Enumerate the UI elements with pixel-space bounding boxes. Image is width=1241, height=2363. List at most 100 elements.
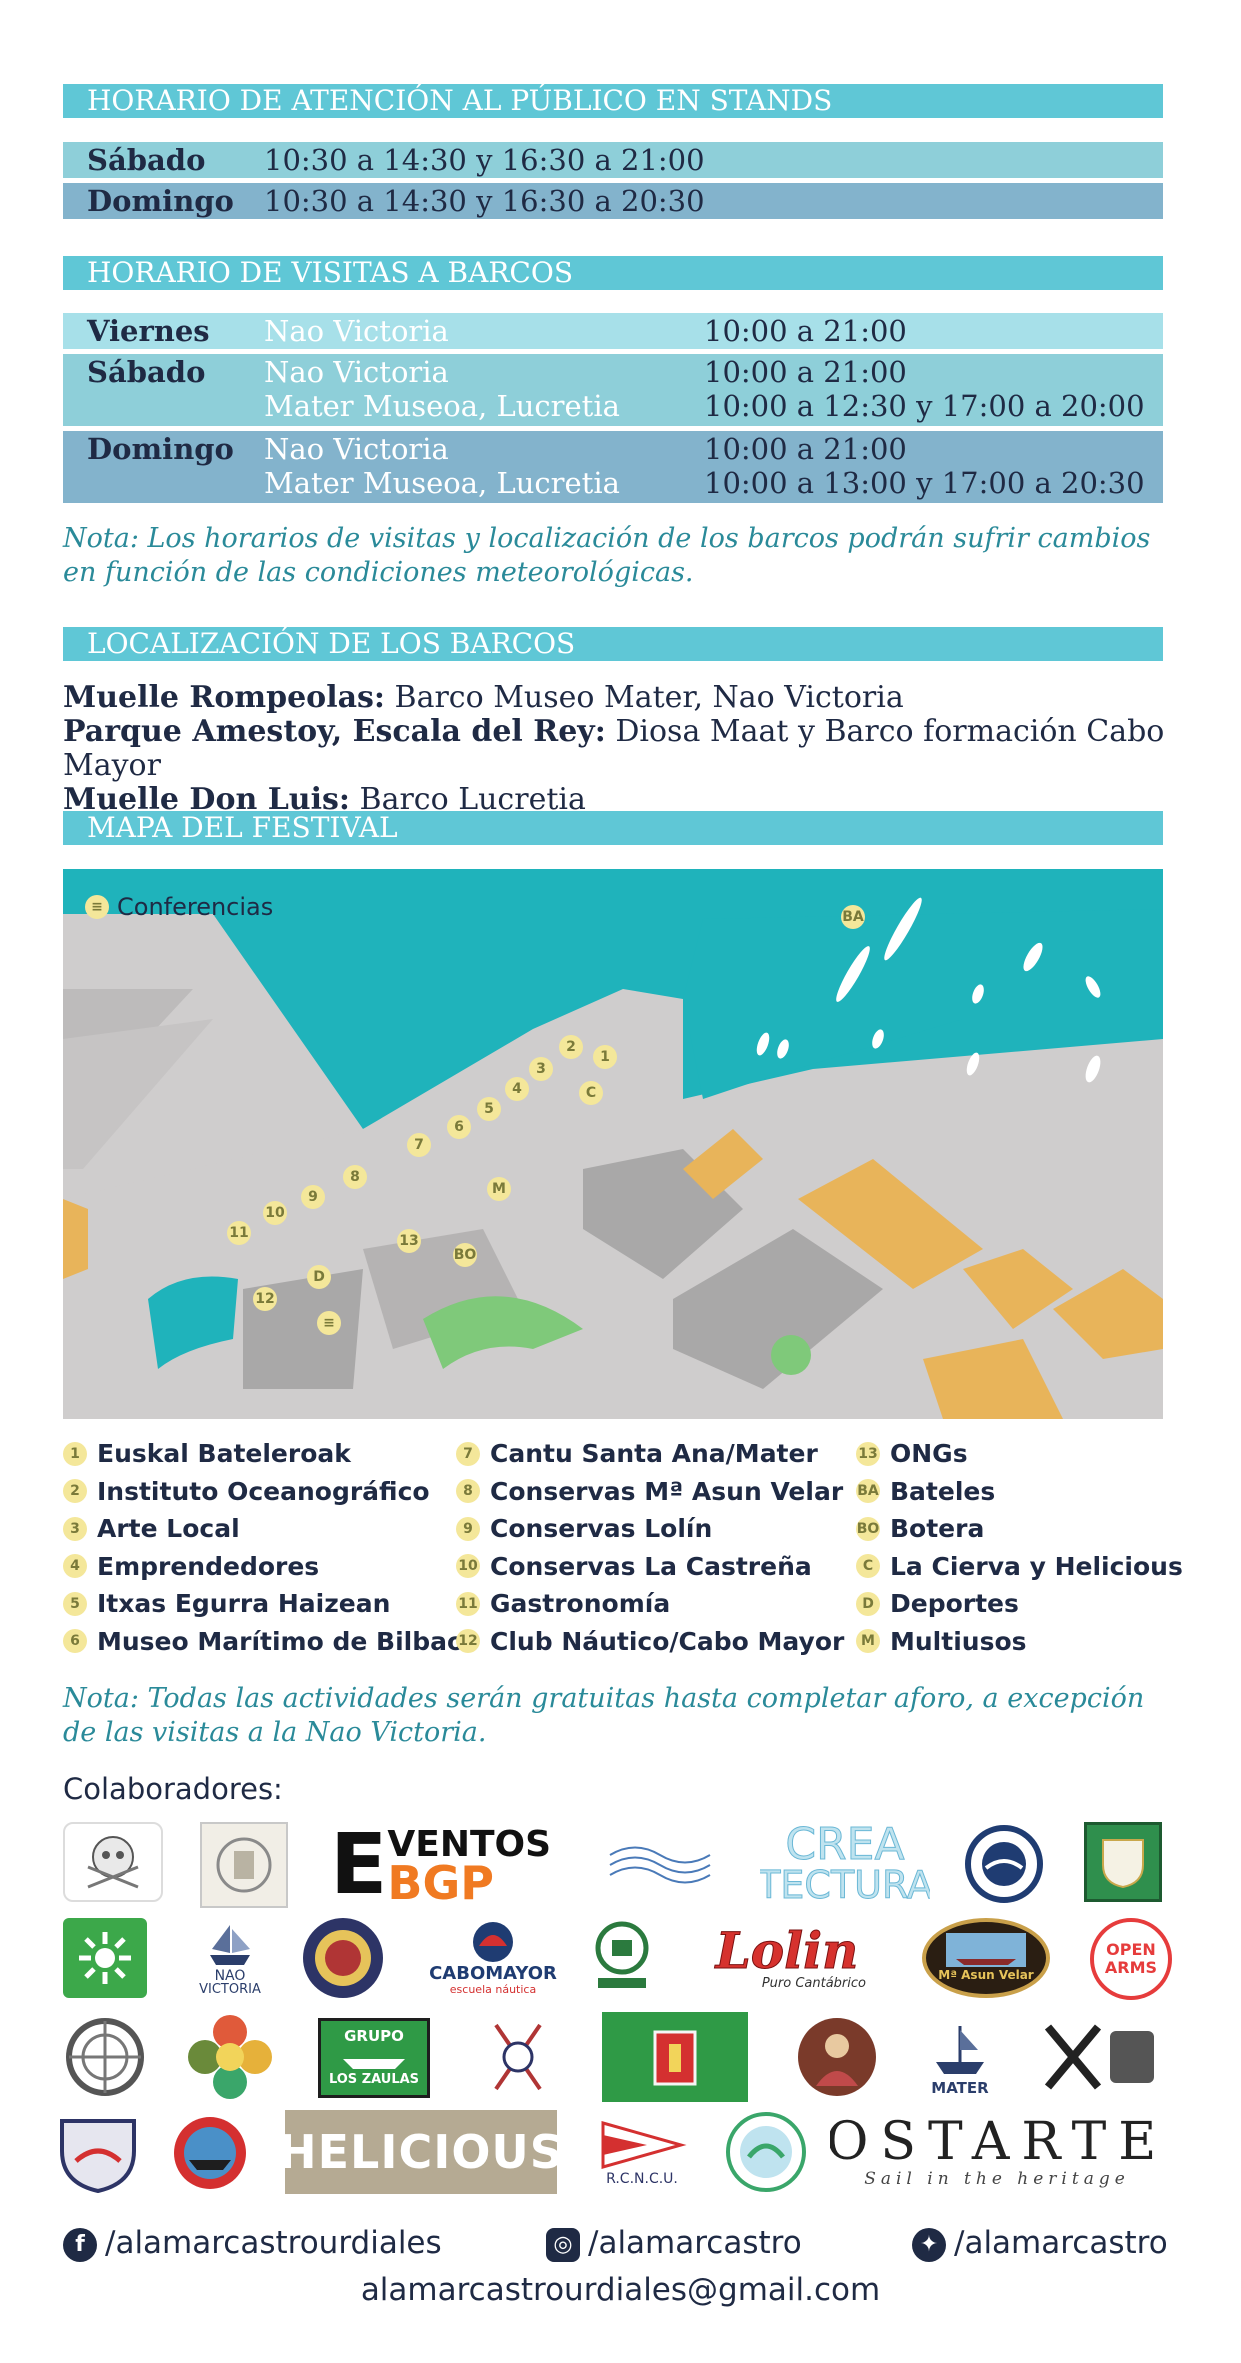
shield-icon (1102, 1839, 1144, 1889)
email-link[interactable]: alamarcastrourdiales@gmail.com (360, 2272, 881, 2308)
sponsor-logo-asun-velar: Mª Asun Velar (922, 1918, 1050, 1998)
legend-badge: BA (856, 1479, 880, 1504)
building (683, 1129, 763, 1199)
building (63, 1199, 88, 1279)
legend-label: Bateles (890, 1476, 996, 1506)
map-marker: M (487, 1177, 511, 1201)
logo-word: OPEN (1106, 1940, 1156, 1959)
boat-list: Nao Victoria Mater Museoa, Lucretia (264, 432, 620, 500)
hours-list: 10:00 a 21:00 10:00 a 12:30 y 17:00 a 20… (704, 355, 1145, 423)
harbour (683, 909, 1163, 1099)
sponsor-logo-crossed-keys (1036, 2015, 1164, 2099)
sponsor-logo-helicious: HELICIOUS (285, 2110, 557, 2194)
building (798, 1159, 983, 1289)
map-graphic (63, 869, 1163, 1419)
boat-name: Nao Victoria (264, 355, 449, 389)
legend-badge: C (856, 1554, 880, 1579)
logo-word: CREA (785, 1822, 905, 1870)
place-boats: Barco Museo Mater, Nao Victoria (385, 680, 904, 715)
pennant-icon (601, 2121, 687, 2169)
facebook-link[interactable]: f/alamarcastrourdiales (63, 2225, 442, 2262)
sponsor-logo-nao-victoria: NAO VICTORIA (190, 1912, 270, 2004)
place-name: Parque Amestoy, Escala del Rey: (63, 714, 606, 749)
day-label: Sábado (87, 143, 206, 177)
legend-badge: 8 (456, 1479, 480, 1504)
location-list: Muelle Rompeolas: Barco Museo Mater, Nao… (63, 681, 1193, 817)
sponsor-logo-shield (1084, 1822, 1162, 1902)
sponsor-logo-garibolo (590, 1915, 654, 2001)
legend-badge: D (856, 1591, 880, 1616)
location-item: Parque Amestoy, Escala del Rey: Diosa Ma… (63, 715, 1193, 783)
map-marker: 9 (301, 1185, 325, 1209)
legend-label: Multiusos (890, 1626, 1027, 1656)
logo-word: Mª Asun Velar (938, 1968, 1034, 1982)
legend-badge: 11 (456, 1591, 480, 1616)
sponsor-logo-rowers (486, 2015, 550, 2099)
place-boats: Barco Lucretia (349, 782, 586, 817)
location-title: LOCALIZACIÓN DE LOS BARCOS (63, 627, 1163, 661)
day-label: Sábado (87, 355, 206, 389)
sail-icon (473, 1922, 513, 1962)
hours-value: 10:00 a 13:00 y 17:00 a 20:30 (704, 466, 1145, 500)
boat-name: Nao Victoria (264, 432, 449, 466)
hours-value: 10:00 a 21:00 (704, 314, 907, 348)
sponsor-logo-cabomayor: CABOMAYOR escuela náutica (428, 1912, 558, 2004)
emblem-icon (965, 1825, 1043, 1903)
flower-icon (188, 2015, 272, 2099)
building (923, 1339, 1063, 1419)
legend-label: Instituto Oceanográfico (97, 1476, 430, 1506)
map-marker: 11 (227, 1221, 251, 1245)
boat (872, 1029, 884, 1049)
map-marker: 5 (477, 1097, 501, 1121)
shield-icon (60, 2119, 136, 2194)
boat (1085, 1055, 1101, 1083)
hours-value: 10:30 a 14:30 y 16:30 a 20:30 (264, 184, 705, 218)
legend-label: Deportes (890, 1589, 1019, 1619)
twitter-icon: ✦ (912, 2227, 946, 2262)
logo-word: OSTARTE (830, 2112, 1164, 2172)
logo-word: MATER (931, 2079, 989, 2097)
place-name: Muelle Rompeolas: (63, 680, 385, 715)
boat (777, 1039, 789, 1059)
stands-row-saturday: Sábado 10:30 a 14:30 y 16:30 a 21:00 (63, 142, 1163, 178)
sponsors-title: Colaboradores: (63, 1772, 283, 1806)
sponsor-logo-circle-blue (962, 1822, 1046, 1906)
instagram-link[interactable]: ◎/alamarcastro (546, 2225, 802, 2262)
instagram-icon: ◎ (546, 2227, 580, 2262)
logo-word: TECTURA (760, 1863, 930, 1907)
sponsor-logo-lolin: Lolin Puro Cantábrico (698, 1915, 876, 2001)
sponsor-logo-rcncu: R.C.N.C.U. (592, 2110, 692, 2194)
logo-word: VENTOS (387, 1824, 552, 1865)
boat (756, 1032, 770, 1056)
logo-word: LOS ZAULAS (328, 2072, 420, 2087)
green-circle (771, 1335, 811, 1375)
legend-badge: 13 (856, 1441, 880, 1466)
emblem-icon (216, 1837, 272, 1893)
ship-icon (936, 2026, 984, 2074)
map-title: MAPA DEL FESTIVAL (63, 811, 1163, 845)
twitter-link[interactable]: ✦/alamarcastro (912, 2225, 1168, 2262)
map-marker: 1 (593, 1045, 617, 1069)
location-item: Muelle Don Luis: Barco Lucretia (63, 783, 1193, 817)
legend-label: Conservas La Castreña (490, 1551, 812, 1581)
visits-row-sunday: Domingo Nao Victoria Mater Museoa, Lucre… (63, 431, 1163, 503)
sponsor-logo-open-arms: OPEN ARMS (1090, 1918, 1172, 2000)
map-marker: C (579, 1081, 603, 1105)
sponsor-logo-waves (600, 1830, 720, 1890)
boat (1023, 942, 1043, 972)
sponsor-logo-badge (55, 2110, 141, 2196)
map-marker: 8 (343, 1165, 367, 1189)
speech-bubble-icon: ≡ (85, 895, 109, 919)
sponsor-logo-ecologistas (63, 1918, 147, 1998)
logo-word: R.C.N.C.U. (606, 2171, 678, 2187)
green-area (423, 1296, 583, 1369)
conferences-label: Conferencias (117, 893, 274, 921)
legend-badge: 7 (456, 1441, 480, 1466)
